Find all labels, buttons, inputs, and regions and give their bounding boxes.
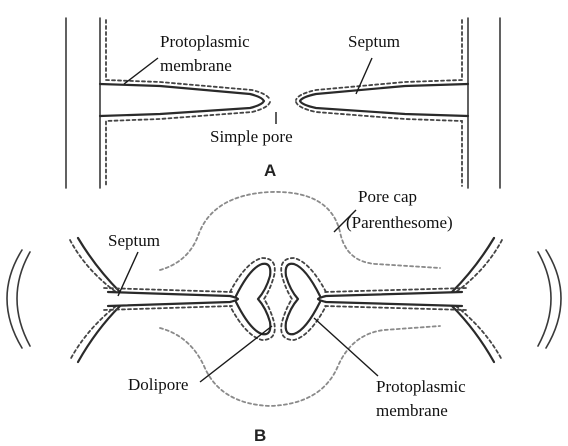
panel-a-letter: A: [264, 161, 276, 180]
panel-b-right-membrane-upper: [456, 240, 502, 292]
panel-b: Pore cap (Parenthesome) Septum Dolipore …: [7, 187, 561, 445]
panel-b-protoplasmic-membrane-label-line2: membrane: [376, 401, 448, 420]
panel-a: Protoplasmic membrane Septum Simple pore…: [66, 18, 500, 188]
panel-b-protoplasmic-membrane-label: Protoplasmic: [376, 377, 466, 396]
panel-b-far-right-wall-outer: [546, 250, 561, 348]
panel-b-far-left-wall-inner: [17, 252, 30, 346]
panel-b-far-right-wall-inner: [538, 252, 551, 346]
panel-b-far-left-wall-outer: [7, 250, 22, 348]
panel-b-right-septum: [318, 292, 462, 306]
panel-a-membrane-leader: [124, 58, 158, 84]
panel-b-pore-cap-label: Pore cap: [358, 187, 417, 206]
panel-b-right-wall-upper: [452, 238, 494, 292]
panel-b-dolipore-leader: [200, 326, 272, 382]
panel-b-right-wall-lower: [452, 306, 494, 362]
panel-b-dolipore-label: Dolipore: [128, 375, 188, 394]
panel-a-septum-label: Septum: [348, 32, 400, 51]
panel-a-protoplasmic-membrane-label: Protoplasmic: [160, 32, 250, 51]
panel-b-right-septum-membrane: [324, 288, 466, 310]
panel-b-pore-cap-label-line2: (Parenthesome): [346, 213, 453, 232]
panel-b-right-membrane-lower: [456, 306, 502, 360]
panel-b-letter: B: [254, 426, 266, 445]
panel-b-left-wall-lower: [78, 306, 120, 362]
panel-b-membrane-leader: [314, 318, 378, 376]
panel-a-simple-pore-label: Simple pore: [210, 127, 293, 146]
panel-a-right-septum: [300, 84, 468, 116]
panel-a-protoplasmic-membrane-label-line2: membrane: [160, 56, 232, 75]
panel-b-left-septum-membrane: [104, 288, 232, 310]
panel-b-left-septum: [108, 292, 238, 306]
panel-b-septum-label: Septum: [108, 231, 160, 250]
panel-b-left-membrane-lower: [70, 306, 116, 360]
